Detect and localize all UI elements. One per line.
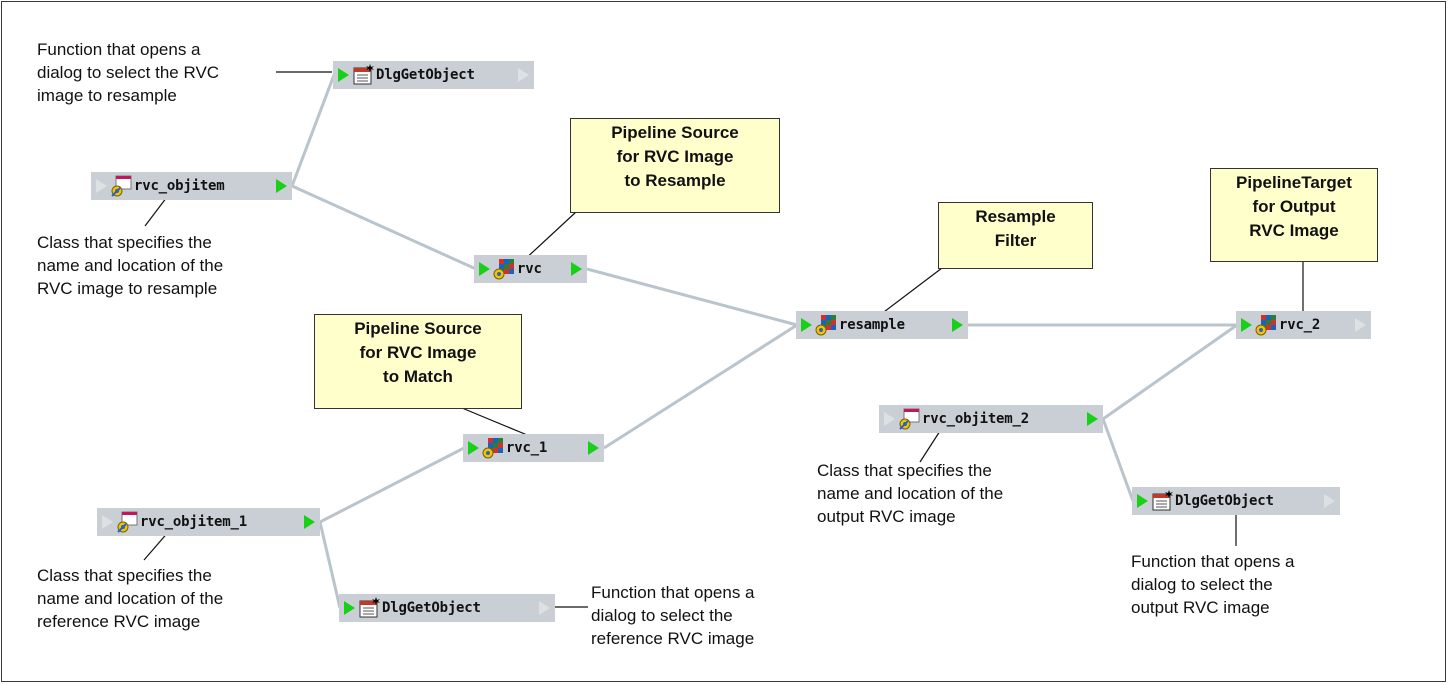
callout-source-match: Pipeline Source for RVC Image to Match bbox=[314, 314, 522, 409]
node-rvc-objitem-2[interactable]: rvc_objitem_2 bbox=[879, 405, 1103, 433]
output-port[interactable] bbox=[1087, 412, 1098, 426]
node-rvc-2[interactable]: rvc_2 bbox=[1236, 311, 1371, 339]
note-dlg-bottom: Function that opens a dialog to select t… bbox=[591, 583, 755, 648]
dialog-function-icon bbox=[352, 64, 374, 86]
node-label: resample bbox=[839, 317, 905, 333]
input-port[interactable] bbox=[1137, 494, 1148, 508]
output-port[interactable] bbox=[588, 441, 599, 455]
raster-image-icon bbox=[482, 437, 504, 459]
object-item-icon bbox=[898, 408, 920, 430]
node-label: rvc_objitem_2 bbox=[922, 411, 1029, 427]
dialog-function-icon bbox=[1151, 490, 1173, 512]
output-port[interactable] bbox=[518, 68, 529, 82]
callout-resample-filter: Resample Filter bbox=[938, 202, 1093, 269]
note-objitem: Class that specifies the name and locati… bbox=[37, 233, 224, 298]
input-port[interactable] bbox=[338, 68, 349, 82]
wire bbox=[586, 267, 798, 327]
input-port[interactable] bbox=[102, 515, 113, 529]
node-rvc[interactable]: rvc bbox=[474, 255, 587, 283]
input-port[interactable] bbox=[468, 441, 479, 455]
object-item-icon bbox=[110, 175, 132, 197]
leader-line bbox=[521, 211, 577, 263]
node-label: rvc_objitem_1 bbox=[140, 514, 247, 530]
output-port[interactable] bbox=[952, 318, 963, 332]
wire bbox=[319, 446, 465, 524]
wire bbox=[290, 74, 336, 187]
leader-line bbox=[879, 267, 943, 316]
node-label: DlgGetObject bbox=[1175, 493, 1274, 509]
note-objitem-2: Class that specifies the name and locati… bbox=[817, 461, 1004, 526]
leader-line bbox=[919, 430, 941, 463]
node-label: DlgGetObject bbox=[376, 67, 475, 83]
wire bbox=[603, 323, 798, 450]
wire bbox=[1101, 418, 1135, 502]
callout-pipeline-target: PipelineTarget for Output RVC Image bbox=[1210, 168, 1378, 262]
output-port[interactable] bbox=[1355, 318, 1366, 332]
wire bbox=[291, 184, 477, 271]
input-port[interactable] bbox=[884, 412, 895, 426]
leader-line bbox=[461, 407, 533, 438]
node-label: rvc bbox=[517, 261, 542, 277]
raster-image-icon bbox=[1255, 314, 1277, 336]
input-port[interactable] bbox=[96, 179, 107, 193]
callout-source-resample: Pipeline Source for RVC Image to Resampl… bbox=[570, 118, 780, 213]
node-label: rvc_objitem bbox=[134, 178, 225, 194]
input-port[interactable] bbox=[801, 318, 812, 332]
node-rvc-1[interactable]: rvc_1 bbox=[463, 434, 604, 462]
node-label: DlgGetObject bbox=[382, 600, 481, 616]
node-dlg-get-object-bottom[interactable]: DlgGetObject bbox=[339, 594, 555, 622]
node-label: rvc_2 bbox=[1279, 317, 1321, 333]
node-dlg-get-object-right[interactable]: DlgGetObject bbox=[1132, 487, 1340, 515]
note-dlg-right: Function that opens a dialog to select t… bbox=[1131, 552, 1295, 617]
input-port[interactable] bbox=[479, 262, 490, 276]
wire bbox=[1102, 323, 1238, 421]
node-rvc-objitem-1[interactable]: rvc_objitem_1 bbox=[97, 508, 320, 536]
output-port[interactable] bbox=[1324, 494, 1335, 508]
object-item-icon bbox=[116, 511, 138, 533]
note-objitem-1: Class that specifies the name and locati… bbox=[37, 566, 224, 631]
output-port[interactable] bbox=[304, 515, 315, 529]
raster-image-icon bbox=[815, 314, 837, 336]
input-port[interactable] bbox=[1241, 318, 1252, 332]
output-port[interactable] bbox=[539, 601, 550, 615]
raster-image-icon bbox=[493, 258, 515, 280]
note-dlg-top: Function that opens a dialog to select t… bbox=[37, 40, 220, 105]
wire bbox=[318, 521, 342, 609]
node-rvc-objitem[interactable]: rvc_objitem bbox=[91, 172, 292, 200]
output-port[interactable] bbox=[571, 262, 582, 276]
node-resample[interactable]: resample bbox=[796, 311, 968, 339]
dialog-function-icon bbox=[358, 597, 380, 619]
node-dlg-get-object-top[interactable]: DlgGetObject bbox=[333, 61, 534, 89]
node-label: rvc_1 bbox=[506, 440, 548, 456]
output-port[interactable] bbox=[276, 179, 287, 193]
input-port[interactable] bbox=[344, 601, 355, 615]
